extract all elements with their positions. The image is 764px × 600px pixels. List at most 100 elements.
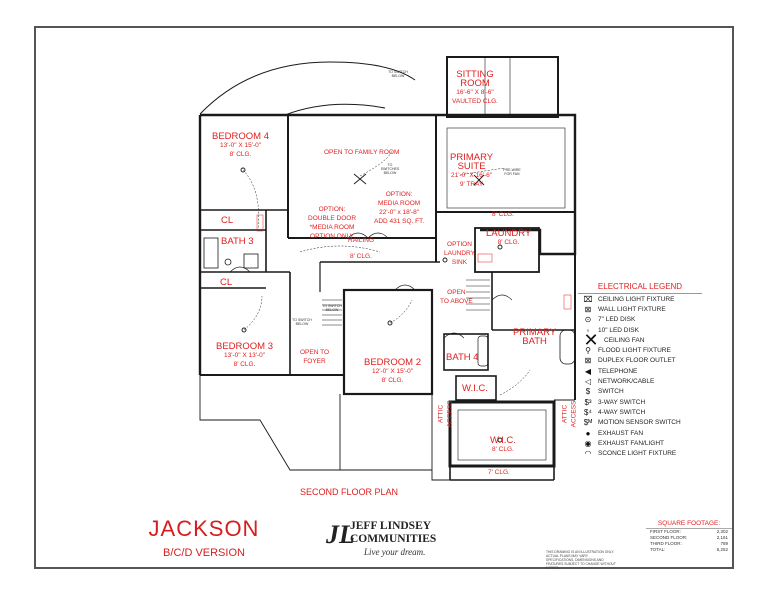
primary-bath-label: PRIMARY BATH [513,327,557,347]
square-footage-label: SECOND FLOOR: [650,535,688,540]
legend-item-label: DUPLEX FLOOR OUTLET [598,357,676,365]
suite-closet-ceiling-label: 8' CLG. [492,211,514,218]
legend-item-label: WALL LIGHT FIXTURE [598,305,666,313]
square-footage-title: SQUARE FOOTAGE: [646,520,732,529]
logo-line-1: JEFF LINDSEY [350,520,432,532]
exterior-wall [200,113,577,256]
title-block: JACKSON B/C/D VERSION JL JEFF LINDSEY CO… [34,514,734,570]
wic-small-label: W.I.C. [462,383,488,394]
led-disk-10-icon: ◦ [586,325,590,335]
plan-version: B/C/D VERSION [163,547,245,559]
sconce-light-icon: ◠ [584,449,592,459]
legend-item: ◠ SCONCE LIGHT FIXTURE [578,448,702,458]
logo-mark: JL [326,520,355,549]
legend-item-label: 10" LED DISK [598,326,639,334]
laundry-label: LAUNDRY 8' CLG. [486,228,532,246]
legend-item-label: CEILING FAN [604,336,645,344]
attic-access-right-label: ATTIC ACCESS [561,400,578,428]
square-footage-value: 5,252 [716,547,728,552]
primary-suite-label: PRIMARY SUITE 21'-0" X 16'-6" 9' TRAY [450,152,494,188]
square-footage-row: TOTAL: 5,252 [646,547,732,553]
legend-item: $³ 3-WAY SWITCH [578,397,702,407]
square-footage-value: 2,161 [716,535,728,540]
hall-ceiling-label: 8' CLG. [350,253,372,260]
legend-item: $SWITCH [578,387,702,397]
bath-4-label: BATH 4 [446,352,479,363]
legend-item: ◉ EXHAUST FAN/LIGHT [578,438,702,448]
option-double-door-label: OPTION: DOUBLE DOOR *MEDIA ROOM OPTION O… [308,206,357,240]
note-switch-below-top: TO SWITCH BELOW [388,70,408,78]
wall-light-icon: ⊠ [584,304,592,314]
sitting-room-wall [446,56,559,118]
note-switches-below: TO SWITCHES BELOW [380,163,400,175]
legend-item: ⊙7" LED DISK [578,315,702,325]
square-footage-row: THIRD FLOOR: 789 [646,541,732,547]
open-to-family-room-label: OPEN TO FAMILY ROOM [324,149,400,156]
ceiling-light-icon: ⌧ [583,294,593,304]
disclaimer-text: THIS DRAWING IS AN ILLUSTRATION ONLY. AC… [546,550,616,570]
plan-name: JACKSON [148,516,260,541]
sitting-room-label: SITTING ROOM 16'-6" X 8'-6" VAULTED CLG. [452,69,498,105]
legend-item: ◁ NETWORK/CABLE [578,376,702,386]
closet-top-label: CL [221,215,234,226]
legend-item-label: NETWORK/CABLE [598,378,655,386]
square-footage-label: THIRD FLOOR: [650,541,682,546]
legend-item: ⊠ DUPLEX FLOOR OUTLET [578,356,702,366]
note-switch-below-foyer: TO SWITCH BELOW [292,318,312,326]
bedroom-2-walls [342,288,434,396]
square-footage-label: TOTAL: [650,547,666,552]
duplex-floor-outlet-icon: ⊠ [584,356,592,366]
legend-item-label: CEILING LIGHT FIXTURE [598,295,675,303]
logo-line-2: COMMUNITIES [350,533,437,545]
legend-item: ◀ TELEPHONE [578,366,702,376]
3-way-switch-icon: $³ [584,397,592,407]
railing-label: RAILING [348,237,375,244]
wic-lower-ceiling-label: 7' CLG. [488,469,510,476]
note-prewire-fan: PRE-WIRE FOR FAN [503,168,521,176]
legend-item-label: EXHAUST FAN/LIGHT [598,439,664,447]
open-to-above-label: OPEN TO ABOVE [440,289,473,305]
legend-item-label: TELEPHONE [598,367,638,375]
attic-access-left-label: ATTIC ACCESS [437,400,454,428]
legend-item-label: SCONCE LIGHT FIXTURE [598,450,677,458]
legend-item-label: SWITCH [598,388,624,396]
square-footage-row: SECOND FLOOR: 2,161 [646,535,732,541]
square-footage-value: 2,302 [716,529,728,534]
wic-large-walls [448,400,556,468]
option-laundry-sink-label: OPTION LAUNDRY SINK [444,241,475,266]
bath-3-label: BATH 3 [221,236,254,247]
option-media-room-label: OPTION: MEDIA ROOM 22'-0" x 18'-8" ADD 4… [374,191,425,225]
wic-large-label: W.I.C. 8' CLG. [490,435,516,453]
legend-item-label: MOTION SENSOR SWITCH [598,419,681,427]
motion-sensor-switch-icon: $ᴹ [583,418,593,428]
legend-item: ●EXHAUST FAN [578,428,702,438]
legend-title: ELECTRICAL LEGEND [578,282,702,294]
network-cable-icon: ◁ [584,377,592,387]
open-to-foyer-label: OPEN TO FOYER [300,349,330,365]
electrical-legend: ELECTRICAL LEGEND ⌧ CEILING LIGHT FIXTURE… [578,282,702,459]
drawing-sheet [34,26,734,569]
legend-item: $ᴹ MOTION SENSOR SWITCH [578,418,702,428]
legend-item-label: FLOOD LIGHT FIXTURE [598,347,671,355]
bedroom-3-label: BEDROOM 3 13'-0" X 13'-0" 8' CLG. [216,341,274,368]
note-switch-below-stair: TO SWITCH BELOW [322,304,342,312]
roof-arc [199,61,416,115]
legend-item-label: EXHAUST FAN [598,429,644,437]
ceiling-fan-icon: ✕ [583,329,599,350]
square-footage-value: 789 [720,541,728,546]
square-footage-label: FIRST FLOOR: [650,529,681,534]
legend-item-label: 7" LED DISK [598,316,636,324]
legend-item-label: 3-WAY SWITCH [598,398,646,406]
builder-logo: JL JEFF LINDSEY COMMUNITIES Live your dr… [320,516,450,564]
legend-item: ⊠ WALL LIGHT FIXTURE [578,304,702,314]
flood-light-icon: ⚲ [585,346,591,356]
logo-tagline: Live your dream. [364,547,426,557]
plan-title: SECOND FLOOR PLAN [300,487,399,497]
legend-item: ⚲ FLOOD LIGHT FIXTURE [578,345,702,355]
square-footage-row: FIRST FLOOR: 2,302 [646,529,732,535]
closet-mid-label: CL [220,277,233,288]
exhaust-fan-light-icon: ◉ [584,438,592,448]
telephone-icon: ◀ [584,366,592,376]
